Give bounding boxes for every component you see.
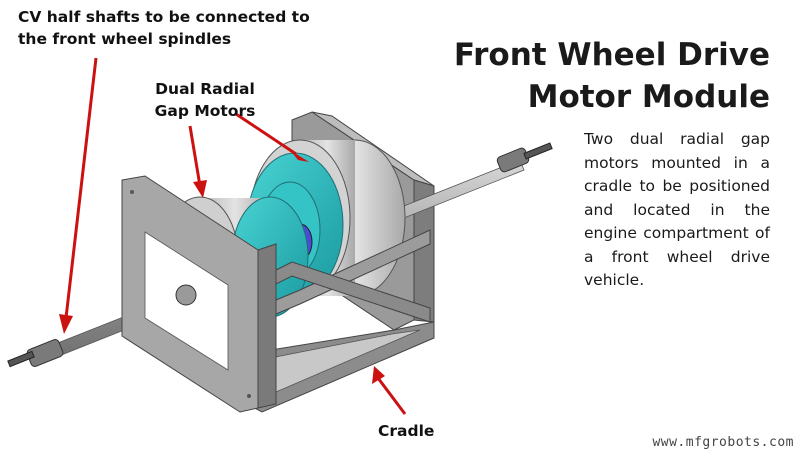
bearing-flange	[175, 284, 197, 306]
cv-shaft-arrow	[64, 57, 98, 319]
cradle-front-plate	[121, 175, 277, 413]
cv-shafts-label: CV half shafts to be connected to the fr…	[18, 8, 310, 48]
motor-arrow-1	[188, 125, 202, 187]
callout-arrows	[59, 57, 407, 415]
cv-joint-right	[496, 142, 553, 173]
cradle-arrow	[376, 377, 407, 415]
motors-label: Dual Radial Gap Motors	[154, 80, 256, 120]
diagram-title: Front Wheel Drive Motor Module	[453, 37, 770, 115]
description-text: Two dual radial gap motors mounted in a …	[584, 130, 770, 289]
cv-joint-left	[7, 338, 64, 368]
site-watermark: www.mfgrobots.com	[652, 435, 794, 450]
cradle-cross-brace	[275, 229, 431, 323]
cradle-label: Cradle	[378, 422, 435, 440]
motor-arrow-2	[235, 112, 297, 156]
